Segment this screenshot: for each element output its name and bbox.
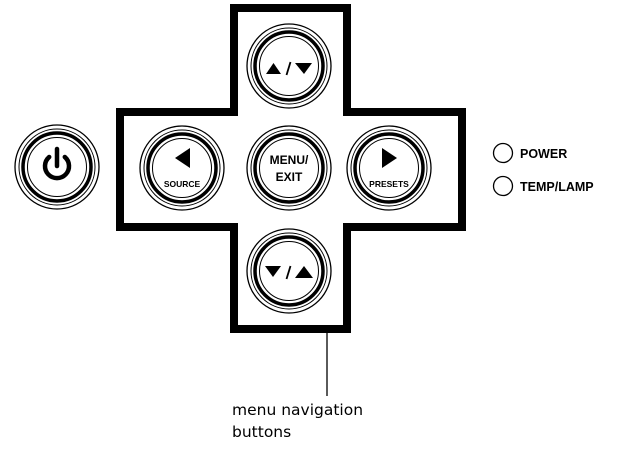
power-indicator-label: POWER <box>520 147 567 161</box>
right-arrow-icon <box>382 148 397 168</box>
up-down-button[interactable] <box>246 23 332 109</box>
left-arrow-icon <box>175 148 190 168</box>
exit-label: EXIT <box>276 170 303 184</box>
led-indicator-icon <box>492 142 514 164</box>
down-up-arrows-icon <box>265 265 313 280</box>
presets-label: PRESETS <box>369 179 409 189</box>
power-icon <box>42 146 72 181</box>
temp-lamp-indicator: TEMP/LAMP <box>492 175 594 197</box>
callout-line-2: buttons <box>232 423 292 441</box>
up-down-arrows-icon <box>266 61 312 76</box>
source-label: SOURCE <box>164 179 201 189</box>
down-up-button[interactable] <box>246 228 332 314</box>
led-indicator-icon <box>492 175 514 197</box>
presets-button[interactable]: PRESETS <box>346 125 432 211</box>
menu-exit-button[interactable]: MENU/ EXIT <box>246 125 332 211</box>
source-button[interactable]: SOURCE <box>139 125 225 211</box>
power-button[interactable] <box>14 124 100 210</box>
callout-line-1: menu navigation <box>232 401 364 419</box>
menu-label: MENU/ <box>270 153 309 167</box>
temp-lamp-indicator-label: TEMP/LAMP <box>520 180 594 194</box>
power-indicator: POWER <box>492 142 567 164</box>
callout-label: menu navigation buttons <box>232 399 432 443</box>
navigation-group-outline <box>116 4 466 333</box>
